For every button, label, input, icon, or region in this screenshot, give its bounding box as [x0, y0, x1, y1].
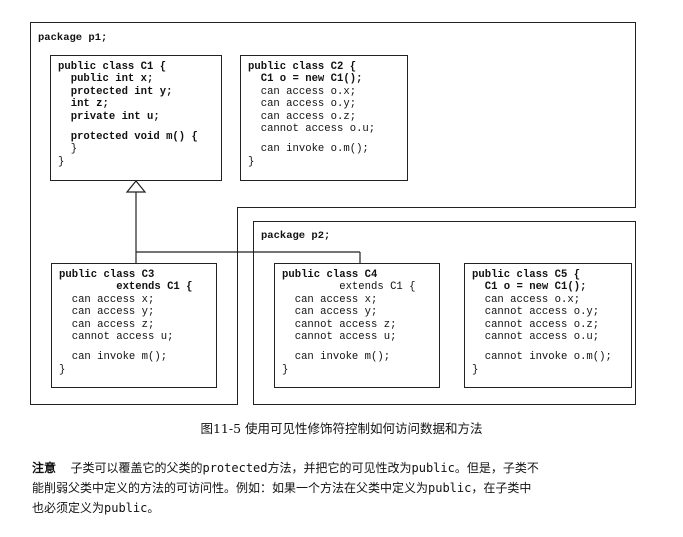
- note-line-1-text: 子类可以覆盖它的父类的protected方法，并把它的可见性改为public。但…: [56, 461, 539, 475]
- code-line: can access o.z;: [248, 110, 357, 123]
- code-line: }: [59, 363, 66, 376]
- code-line: }: [248, 155, 255, 168]
- code-line: can access z;: [59, 318, 155, 331]
- figure-caption: 图11-5 使用可见性修饰符控制如何访问数据和方法: [200, 421, 483, 436]
- code-line: cannot access o.z;: [472, 318, 600, 331]
- code-line: [248, 135, 400, 143]
- code-line: can access x;: [282, 293, 378, 306]
- code-line: cannot access u;: [59, 330, 174, 343]
- note-line-1: 注意 子类可以覆盖它的父类的protected方法，并把它的可见性改为publi…: [32, 458, 662, 478]
- code-line: protected int y;: [58, 85, 173, 98]
- code-line: cannot invoke o.m();: [472, 351, 612, 364]
- code-line: }: [58, 155, 65, 168]
- package-frames: [30, 22, 636, 405]
- code-line: can invoke m();: [282, 351, 391, 364]
- code-line: cannot access o.u;: [472, 330, 600, 343]
- code-line: [59, 343, 209, 351]
- class-c1-box: public class C1 { public int x; protecte…: [50, 55, 222, 181]
- code-line: }: [472, 363, 479, 376]
- class-c4-box: public class C4 extends C1 { can access …: [274, 263, 440, 388]
- package-p1-frame: package p1; package p2;: [30, 22, 636, 405]
- code-line: }: [282, 363, 289, 376]
- package-p2-label: package p2;: [261, 230, 331, 242]
- code-line: extends C1 {: [282, 281, 416, 294]
- code-line: cannot access u;: [282, 330, 397, 343]
- code-line: private int u;: [58, 110, 160, 123]
- code-line: public class C1 {: [58, 61, 167, 73]
- package-p2-outline: [253, 221, 636, 405]
- code-line: C1 o = new C1();: [472, 281, 587, 294]
- note-label: 注意: [32, 461, 57, 475]
- code-line: [472, 343, 624, 351]
- code-line: cannot access o.y;: [472, 306, 600, 319]
- code-line: cannot access z;: [282, 318, 397, 331]
- note-line-3: 也必须定义为public。: [32, 501, 160, 515]
- code-line: can access y;: [59, 306, 155, 319]
- note-line-2: 能削弱父类中定义的方法的可访问性。例如：如果一个方法在父类中定义为public，…: [32, 481, 532, 495]
- code-line: can access y;: [282, 306, 378, 319]
- inheritance-arrow-icon: [125, 180, 147, 193]
- code-line: can access o.x;: [248, 85, 357, 98]
- code-line: can access o.x;: [472, 293, 581, 306]
- code-line: public class C2 {: [248, 61, 357, 73]
- class-c5-box: public class C5 { C1 o = new C1(); can a…: [464, 263, 632, 388]
- code-line: int z;: [58, 98, 109, 111]
- package-p1-label: package p1;: [38, 32, 108, 44]
- note-block: 注意 子类可以覆盖它的父类的protected方法，并把它的可见性改为publi…: [32, 458, 662, 518]
- package-p1-outline: [30, 22, 636, 405]
- code-line: cannot access o.u;: [248, 122, 376, 135]
- code-line: extends C1 {: [59, 281, 193, 294]
- class-c3-box: public class C3 extends C1 { can access …: [51, 263, 217, 388]
- code-line: public class C5 {: [472, 269, 581, 281]
- code-line: public class C4: [282, 269, 378, 281]
- code-line: public int x;: [58, 73, 154, 86]
- code-line: can access o.y;: [248, 98, 357, 111]
- code-line: [282, 343, 432, 351]
- code-line: public class C3: [59, 269, 155, 281]
- code-line: protected void m() {: [58, 130, 198, 143]
- class-c2-box: public class C2 { C1 o = new C1(); can a…: [240, 55, 408, 181]
- code-line: C1 o = new C1();: [248, 73, 363, 86]
- code-line: can access x;: [59, 293, 155, 306]
- code-line: }: [58, 143, 78, 156]
- code-line: can invoke m();: [59, 351, 168, 364]
- code-line: can invoke o.m();: [248, 143, 369, 156]
- code-line: [58, 123, 214, 131]
